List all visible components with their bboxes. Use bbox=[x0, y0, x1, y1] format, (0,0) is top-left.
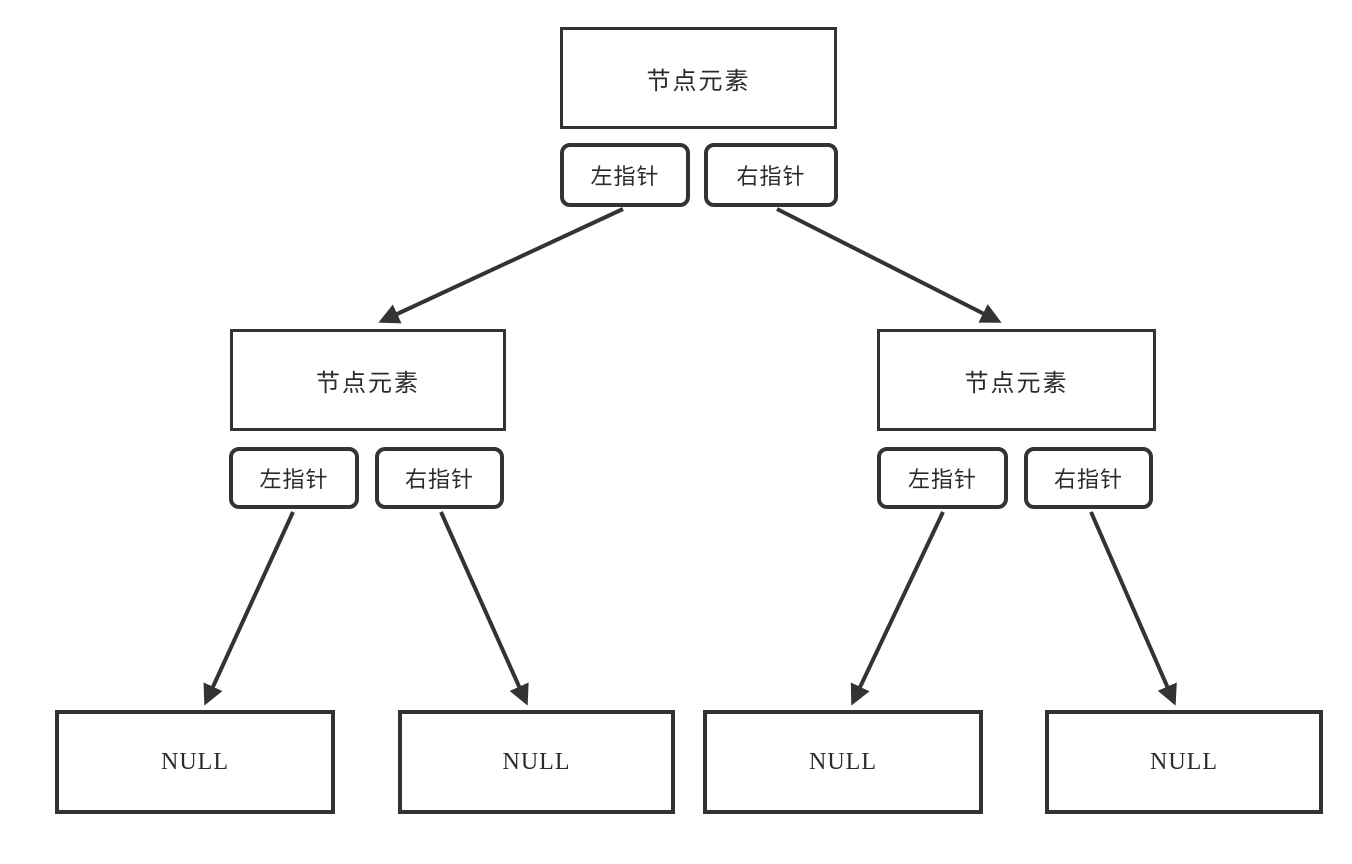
null-leaf-box-1: NULL bbox=[55, 710, 335, 814]
null-leaf-label-1: NULL bbox=[161, 748, 229, 775]
left-child-right-pointer-label: 右指针 bbox=[404, 467, 474, 492]
root-left-pointer-label: 左指针 bbox=[590, 164, 660, 189]
root-left-pointer-box: 左指针 bbox=[560, 143, 690, 207]
left-child-node-element-label: 节点元素 bbox=[316, 370, 420, 397]
right-child-left-pointer-label: 左指针 bbox=[907, 467, 977, 492]
left-child-node-element-box: 节点元素 bbox=[230, 329, 506, 431]
right-child-node-element-label: 节点元素 bbox=[964, 370, 1069, 397]
root-node-element-label: 节点元素 bbox=[646, 68, 751, 95]
null-leaf-box-2: NULL bbox=[398, 710, 675, 814]
arrow-root-left-child bbox=[378, 207, 624, 324]
root-right-pointer-label: 右指针 bbox=[736, 164, 806, 189]
left-child-left-pointer-label: 左指针 bbox=[259, 467, 329, 492]
arrow-root-right-child bbox=[776, 207, 1002, 323]
null-leaf-label-4: NULL bbox=[1150, 748, 1218, 775]
right-child-node-element-box: 节点元素 bbox=[877, 329, 1156, 431]
null-leaf-box-4: NULL bbox=[1045, 710, 1323, 814]
arrow-rightchild-null3 bbox=[850, 511, 945, 706]
right-child-right-pointer-label: 右指针 bbox=[1053, 467, 1123, 492]
null-leaf-box-3: NULL bbox=[703, 710, 983, 814]
root-right-pointer-box: 右指针 bbox=[704, 143, 838, 207]
arrow-leftchild-null1 bbox=[203, 511, 295, 706]
right-child-left-pointer-box: 左指针 bbox=[877, 447, 1008, 509]
null-leaf-label-3: NULL bbox=[809, 748, 877, 775]
left-child-right-pointer-box: 右指针 bbox=[375, 447, 504, 509]
null-leaf-label-2: NULL bbox=[502, 748, 571, 775]
left-child-left-pointer-box: 左指针 bbox=[229, 447, 359, 509]
arrow-leftchild-null2 bbox=[439, 511, 529, 706]
right-child-right-pointer-box: 右指针 bbox=[1024, 447, 1153, 509]
arrow-rightchild-null4 bbox=[1089, 511, 1177, 706]
root-node-element-box: 节点元素 bbox=[560, 27, 837, 129]
